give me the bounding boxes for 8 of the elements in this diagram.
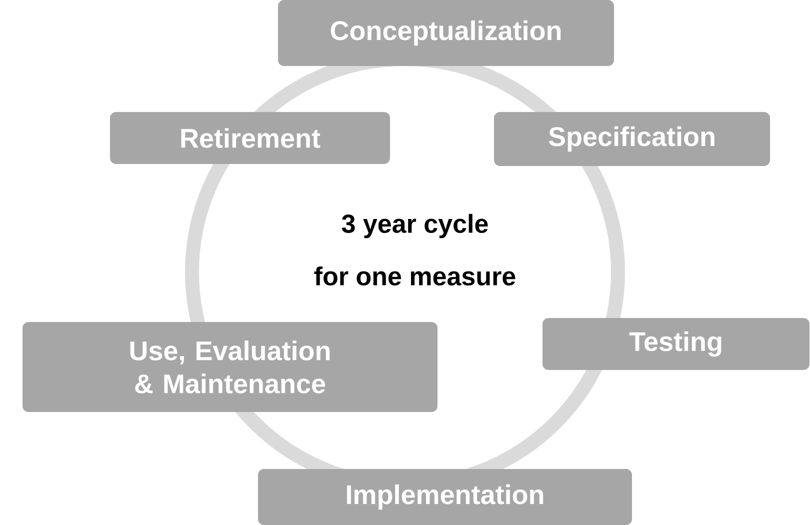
center-text: 3 year cycle [342,214,488,238]
stage-box: Retirement [110,112,390,164]
center-text: for one measure [314,266,516,286]
stage-box: Specification [494,112,770,166]
stage-box: Use, Evaluation & Maintenance [22,322,438,412]
stage-box: Testing [542,318,810,370]
stage-box: Implementation [258,469,632,525]
stage-box: Conceptualization [278,0,614,66]
